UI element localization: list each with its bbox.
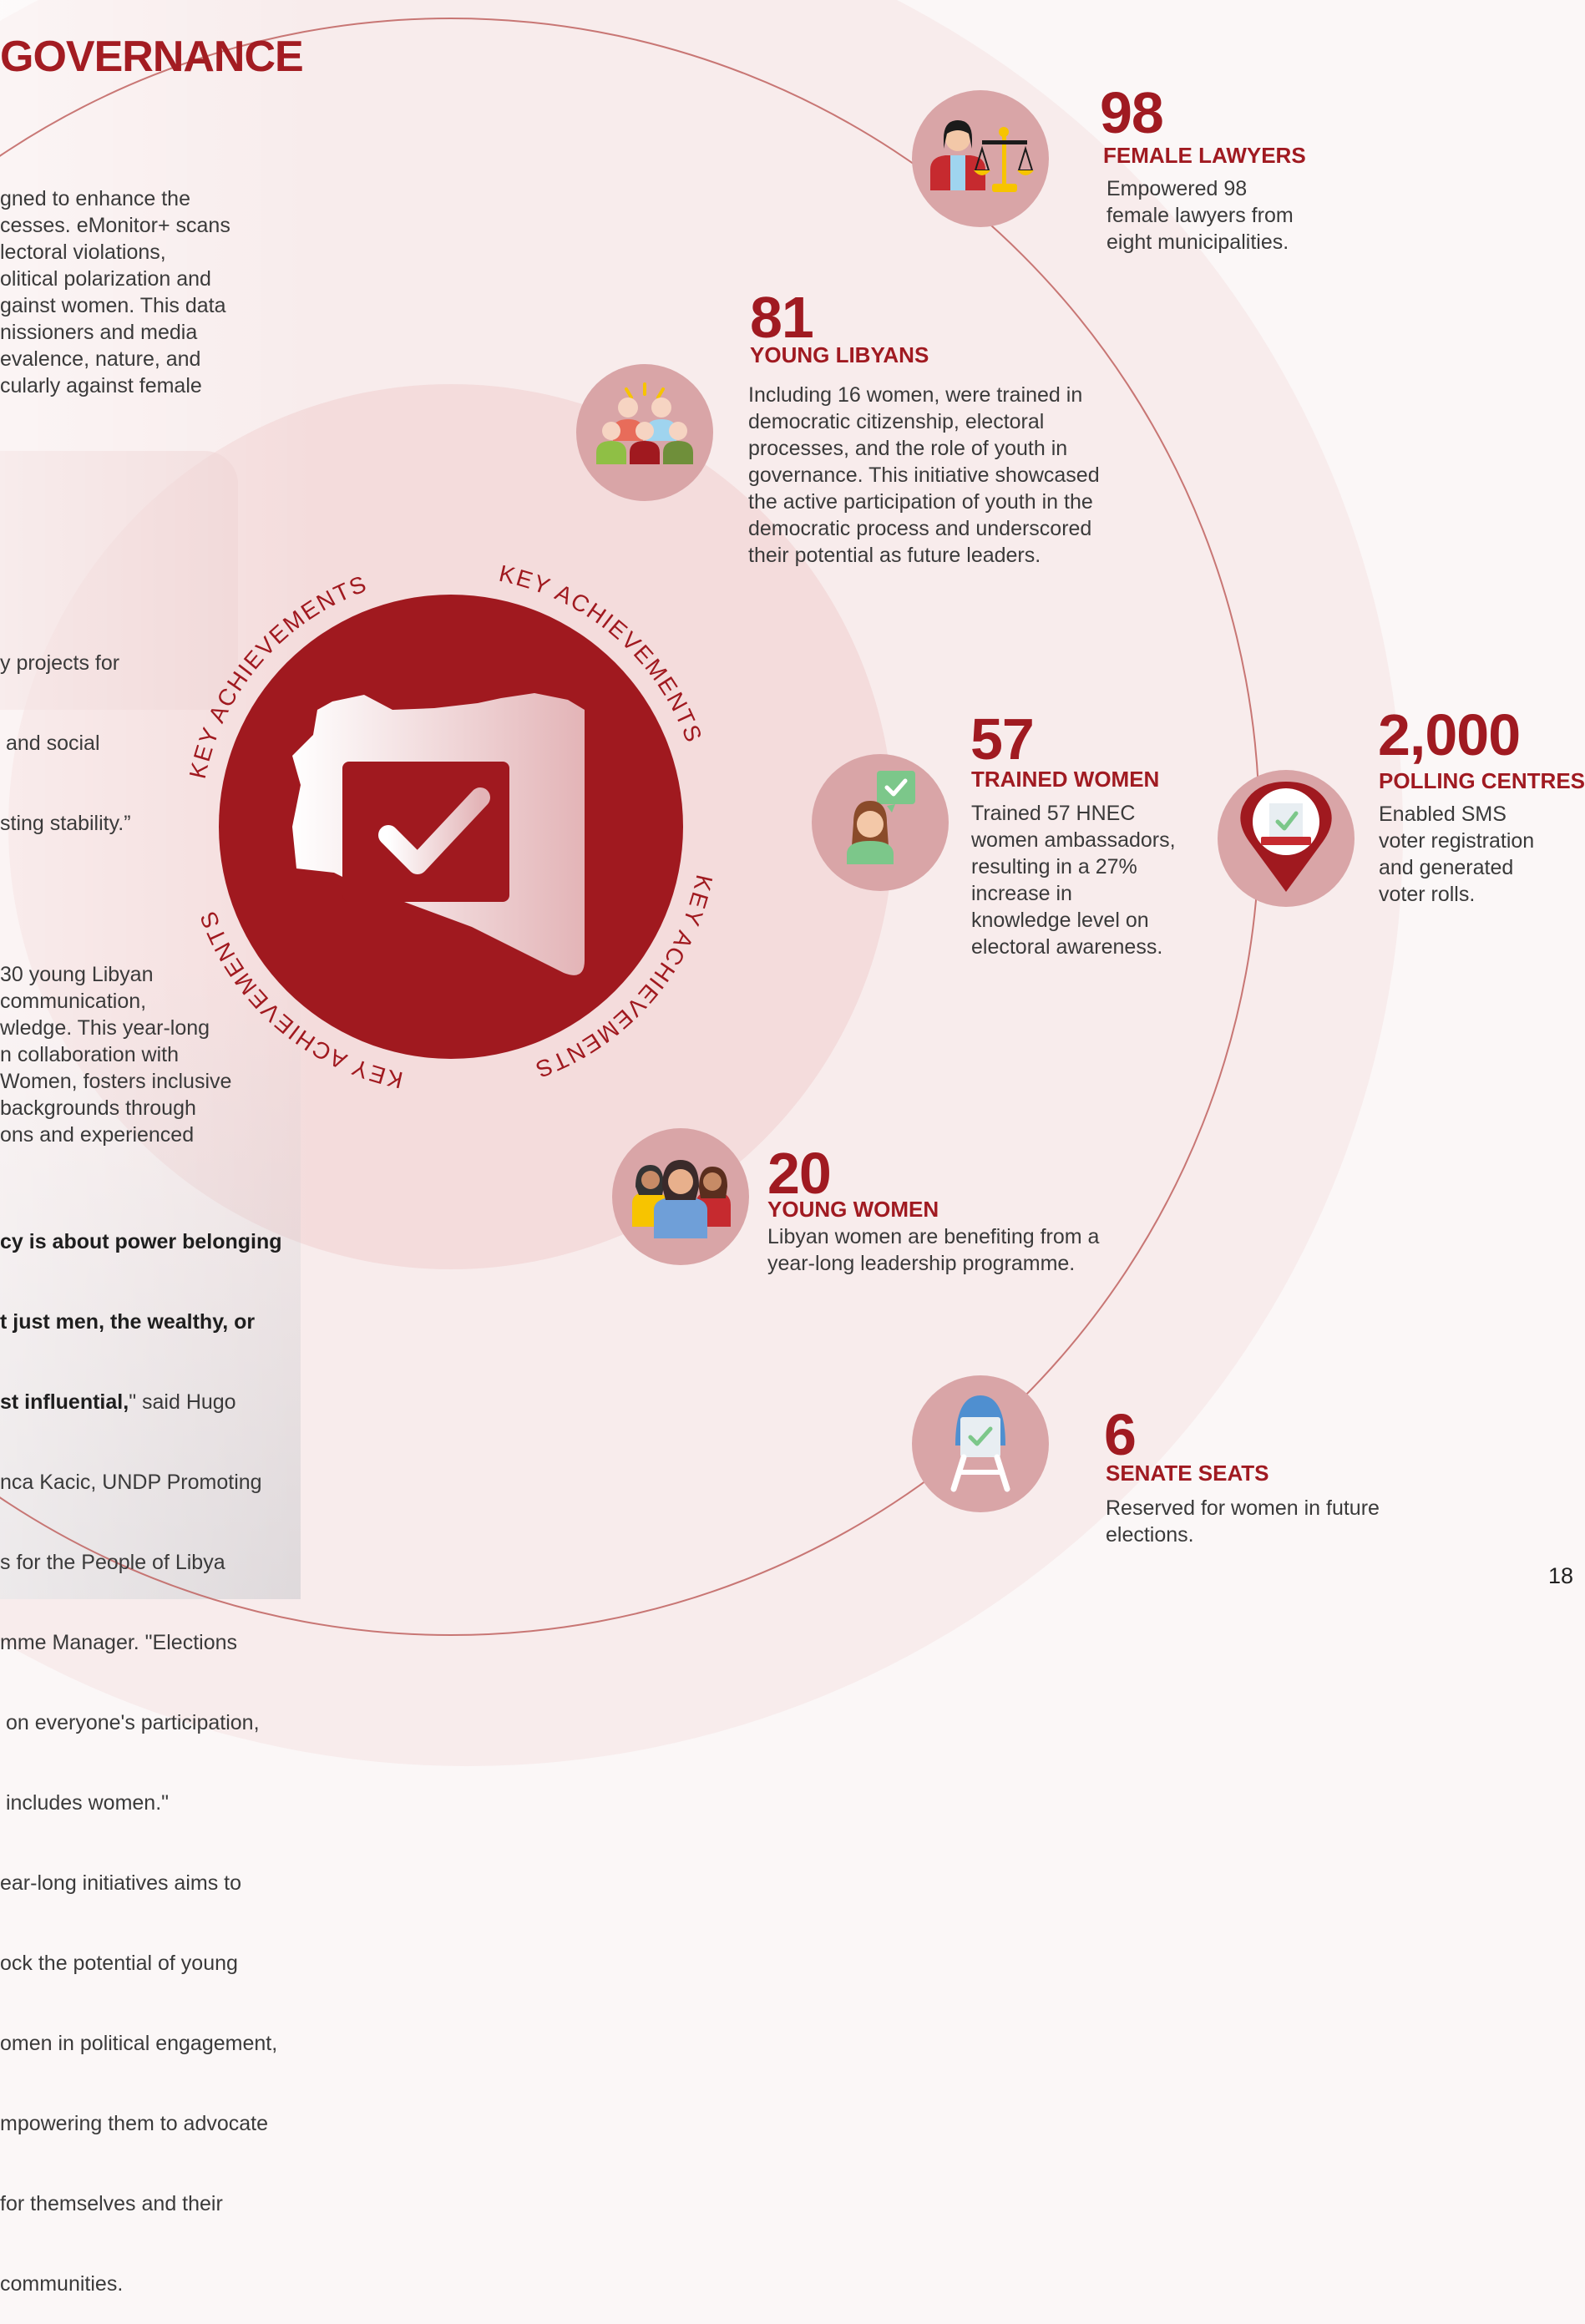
libya-map-checkbox-icon	[292, 693, 585, 975]
stat-youth-number: 81	[750, 285, 814, 350]
stat-young-women-label: YOUNG WOMEN	[767, 1197, 939, 1222]
stat-senate-icon-circle	[912, 1375, 1049, 1512]
ballot-location-pin-icon	[1240, 782, 1332, 892]
key-achievements-emblem: KEY ACHIEVEMENTS KEY ACHIEVEMENTS KEY AC…	[185, 560, 717, 1094]
quote-box-text: y projects for and social sting stabilit…	[0, 651, 131, 835]
stat-trained-description: Trained 57 HNEC women ambassadors, resul…	[971, 802, 1176, 959]
women-group-icon	[632, 1160, 731, 1238]
background-decoration	[0, 0, 1403, 1766]
stat-young-women-description: Libyan women are benefiting from a year-…	[767, 1225, 1100, 1275]
stat-polling-number: 2,000	[1378, 702, 1521, 767]
page-number: 18	[1548, 1563, 1574, 1588]
stat-polling-description: Enabled SMS voter registration and gener…	[1379, 803, 1535, 906]
stat-senate-description: Reserved for women in future elections.	[1106, 1496, 1380, 1547]
youth-group-icon	[596, 382, 693, 464]
stat-youth-description: Including 16 women, were trained in demo…	[748, 383, 1100, 567]
stat-trained-icon-circle	[812, 754, 949, 891]
quote-paragraph: cy is about power belonging t just men, …	[0, 1230, 282, 2296]
stat-polling-label: POLLING CENTRES	[1379, 768, 1585, 793]
page-title: GOVERNANCE	[0, 33, 304, 81]
stat-polling-icon-circle	[1218, 770, 1355, 907]
stat-young-women-number: 20	[767, 1141, 832, 1206]
stat-lawyers-icon-circle	[912, 90, 1049, 227]
stat-young-women-icon-circle	[612, 1128, 749, 1265]
stat-lawyers-number: 98	[1100, 80, 1164, 145]
intro-paragraph: gned to enhance the cesses. eMonitor+ sc…	[0, 187, 230, 397]
stat-youth-icon-circle	[576, 364, 713, 501]
stat-senate-number: 6	[1104, 1402, 1137, 1467]
voting-booth-icon	[950, 1395, 1010, 1492]
stat-lawyers-label: FEMALE LAWYERS	[1103, 143, 1306, 168]
stat-trained-label: TRAINED WOMEN	[971, 767, 1160, 792]
stat-youth-label: YOUNG LIBYANS	[750, 342, 929, 367]
stat-trained-number: 57	[970, 706, 1035, 772]
stat-senate-label: SENATE SEATS	[1106, 1461, 1269, 1486]
lawyer-scales-icon	[930, 120, 1034, 192]
stat-lawyers-description: Empowered 98 female lawyers from eight m…	[1106, 177, 1294, 254]
woman-checkmark-icon	[847, 771, 915, 864]
programme-paragraph: 30 young Libyan communication, wledge. T…	[0, 963, 232, 1147]
